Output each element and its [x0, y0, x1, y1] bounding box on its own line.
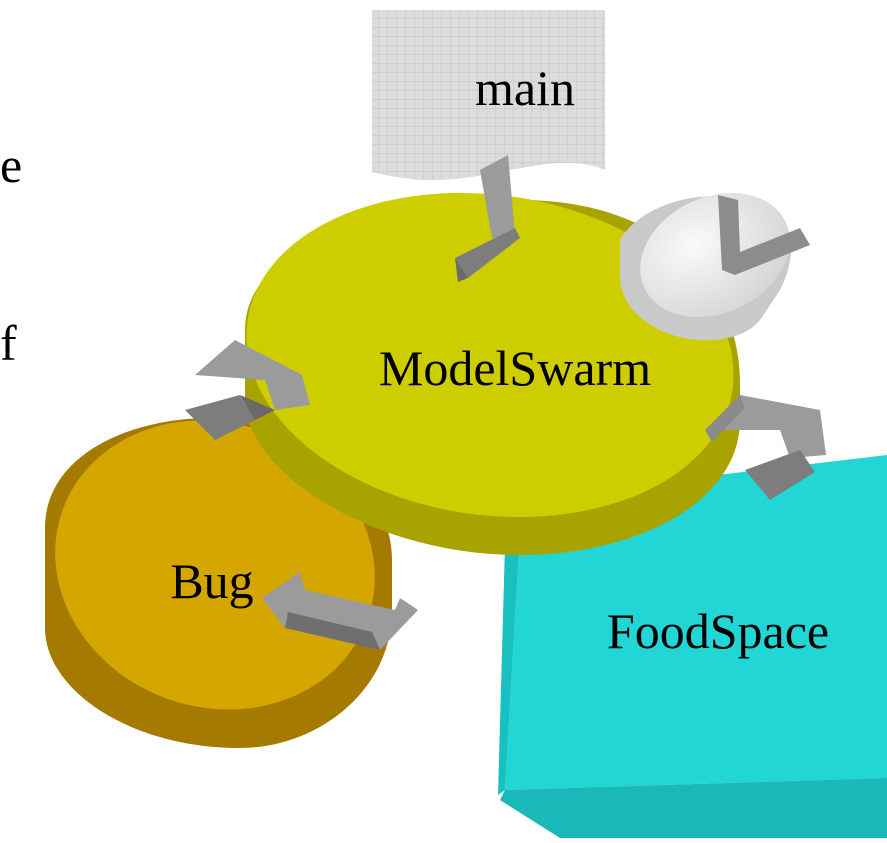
- bent-arrow-icon: [705, 395, 826, 500]
- arrow-down-icon: [455, 155, 520, 282]
- clock-icon: [619, 192, 810, 341]
- main-label: main: [475, 60, 575, 116]
- modelswarm-label: ModelSwarm: [379, 340, 651, 396]
- foodspace-label: FoodSpace: [607, 603, 829, 659]
- bug-node: Bug: [45, 418, 392, 748]
- bent-arrow-icon: [185, 340, 310, 440]
- modelswarm-node: ModelSwarm: [245, 192, 740, 555]
- double-arrow-icon: [262, 572, 418, 650]
- cropped-text-fragment: e: [0, 137, 23, 193]
- cropped-text-fragment: f: [0, 315, 17, 371]
- bug-label: Bug: [170, 553, 253, 609]
- main-node: main: [372, 10, 605, 181]
